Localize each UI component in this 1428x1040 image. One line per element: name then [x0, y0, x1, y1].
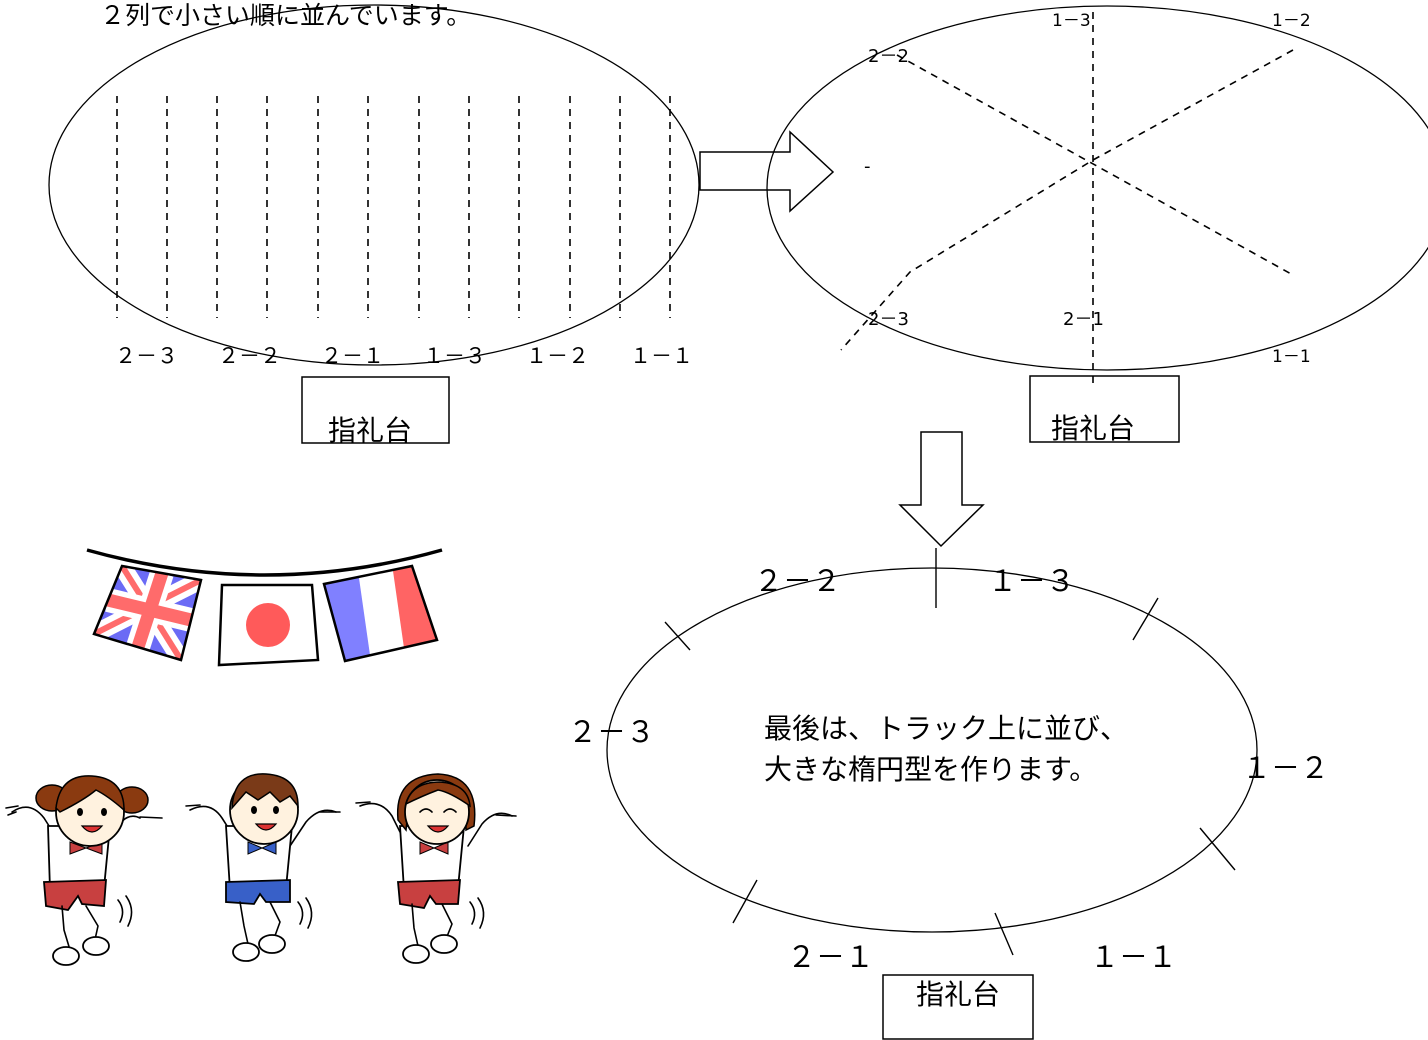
tick-mark	[994, 912, 1014, 956]
motion-lines	[469, 897, 485, 929]
shoe	[82, 936, 110, 956]
child-girl-short-hair	[355, 773, 517, 964]
class-label: １－２	[526, 344, 589, 368]
right-arm	[467, 812, 513, 847]
uk-flag-icon	[92, 564, 203, 662]
stand-box-2: 指礼台	[1029, 375, 1180, 445]
label-2-2: ２－２	[754, 564, 841, 598]
tick-mark	[1199, 827, 1236, 871]
motion-lines	[297, 897, 313, 929]
dancing-child-figures	[5, 773, 517, 966]
stand-box-frame	[301, 376, 450, 444]
label-2-2: 2－2	[868, 46, 909, 67]
stand-box-frame	[1029, 375, 1180, 443]
class-label: ２－２	[218, 344, 281, 368]
section-tick-marks	[664, 548, 1236, 956]
panel-radial-lines: 1－3 1－2 2－2 - 2－3 2－1 1－1 指礼台	[766, 5, 1428, 445]
shorts	[225, 879, 291, 905]
right-arm	[289, 809, 337, 847]
child-boy	[185, 773, 341, 962]
class-label: １－３	[423, 344, 486, 368]
left-arm	[11, 806, 59, 841]
class-label: ２－１	[321, 344, 384, 368]
message-line-1: 最後は、トラック上に並び、	[764, 712, 1128, 745]
tick-mark	[664, 621, 691, 651]
bow	[247, 841, 277, 855]
radial-line-diagonal	[896, 54, 1294, 276]
label-1-1: １－１	[1090, 940, 1177, 974]
motion-lines	[117, 895, 133, 927]
stand-box-1: 指礼台	[301, 376, 450, 447]
radial-line-diagonal-bent	[840, 49, 1294, 351]
hair	[55, 775, 125, 813]
track-ellipse-3	[606, 567, 1258, 933]
message-line-2: 大きな楕円型を作ります。	[764, 753, 1097, 786]
tick-mark	[1132, 597, 1159, 641]
label-2-1: 2－1	[1063, 309, 1104, 330]
label-1-3: 1－3	[1052, 11, 1091, 31]
child-girl-pigtails	[5, 775, 163, 966]
down-arrow-icon	[898, 431, 985, 548]
shoe	[232, 942, 260, 962]
garland-string	[86, 548, 443, 577]
label-2-3: 2－3	[868, 309, 909, 330]
label-1-2: 1－2	[1272, 11, 1311, 31]
shoe	[258, 934, 286, 954]
stand-label: 指礼台	[916, 978, 1000, 1011]
hair	[231, 773, 299, 811]
label-1-3: １－３	[988, 564, 1075, 598]
flag-garland	[86, 548, 443, 667]
label-1-1: 1－1	[1272, 347, 1311, 367]
label-1-2: １－２	[1242, 751, 1329, 785]
left-arm	[359, 802, 405, 841]
panel-large-oval: ２－２ １－３ ２－３ １－２ ２－１ １－１ 最後は、トラック上に並び、 大き…	[568, 548, 1329, 1040]
stand-box-frame	[882, 974, 1034, 1040]
shoe	[402, 944, 430, 964]
panel-two-rows: ２列で小さい順に並んでいます。 ２－３ ２－２ ２－１ １－３ １－２ １－１	[48, 1, 700, 447]
right-arrow-icon	[699, 130, 835, 213]
closed-eyes	[419, 808, 457, 813]
stand-label: 指礼台	[328, 414, 412, 447]
dash-mark: -	[864, 156, 871, 177]
class-labels-row: ２－３ ２－２ ２－１ １－３ １－２ １－１	[115, 344, 693, 368]
row-dash-lines	[116, 96, 671, 318]
shoe	[430, 934, 458, 954]
left-arm	[189, 805, 237, 841]
stand-label: 指礼台	[1051, 412, 1135, 445]
tick-mark	[732, 879, 758, 924]
bow	[419, 841, 449, 855]
track-ellipse-2	[766, 5, 1428, 371]
label-2-3: ２－３	[568, 715, 655, 749]
caption-text: ２列で小さい順に並んでいます。	[100, 1, 471, 30]
class-label: ２－３	[115, 344, 178, 368]
shorts	[43, 879, 107, 911]
label-2-1: ２－１	[787, 940, 874, 974]
shorts	[397, 879, 461, 909]
class-label: １－１	[630, 344, 693, 368]
shoe	[52, 946, 80, 966]
japan-flag-icon	[217, 583, 320, 667]
track-ellipse-1	[48, 4, 700, 366]
stand-box-3: 指礼台	[882, 974, 1034, 1040]
